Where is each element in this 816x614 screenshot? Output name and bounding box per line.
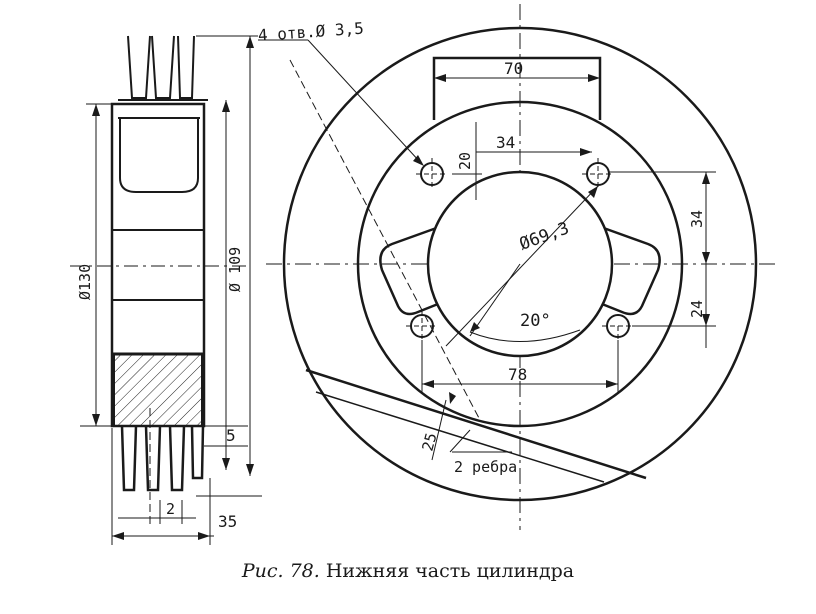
- label-dim-5: 5: [226, 426, 236, 445]
- middle-circle: [356, 100, 684, 428]
- side-view: [70, 35, 262, 545]
- label-holes-note: 4 отв.Ø 3,5: [257, 19, 364, 45]
- label-dim-70: 70: [504, 59, 523, 78]
- inner-pocket: [119, 118, 199, 193]
- label-dim-25: 25: [418, 431, 440, 453]
- top-fins: [127, 35, 195, 99]
- bottom-fins: [120, 425, 205, 492]
- label-dim-24-right: 24: [688, 300, 706, 318]
- hatched-section: [113, 353, 203, 427]
- rib-line-upper: [305, 368, 647, 480]
- label-dim-2: 2: [166, 500, 175, 518]
- right-lug: [591, 224, 661, 316]
- top-boss: [432, 56, 602, 120]
- left-lug: [379, 224, 449, 316]
- label-dim-20-offset: 20: [456, 152, 474, 170]
- label-dia-109: Ø 109: [226, 247, 244, 292]
- label-angle-20: 20°: [520, 311, 551, 331]
- label-dim-78: 78: [508, 365, 527, 384]
- technical-drawing: Ø130 Ø 109 5 2 35: [70, 4, 776, 545]
- label-dim-34-top: 34: [496, 133, 515, 152]
- outer-circle: [282, 26, 758, 502]
- caption-text: Нижняя часть цилиндра: [325, 560, 575, 582]
- label-dia-130: Ø130: [76, 264, 94, 300]
- rib-line-lower: [315, 391, 605, 483]
- figure-caption: Рис. 78. Нижняя часть цилиндра: [0, 560, 816, 582]
- front-view: [258, 4, 776, 530]
- caption-lead: Рис. 78.: [241, 560, 320, 582]
- label-ribs-note: 2 ребра: [454, 458, 517, 476]
- label-dim-34-right: 34: [688, 210, 706, 228]
- label-dim-35: 35: [218, 512, 237, 531]
